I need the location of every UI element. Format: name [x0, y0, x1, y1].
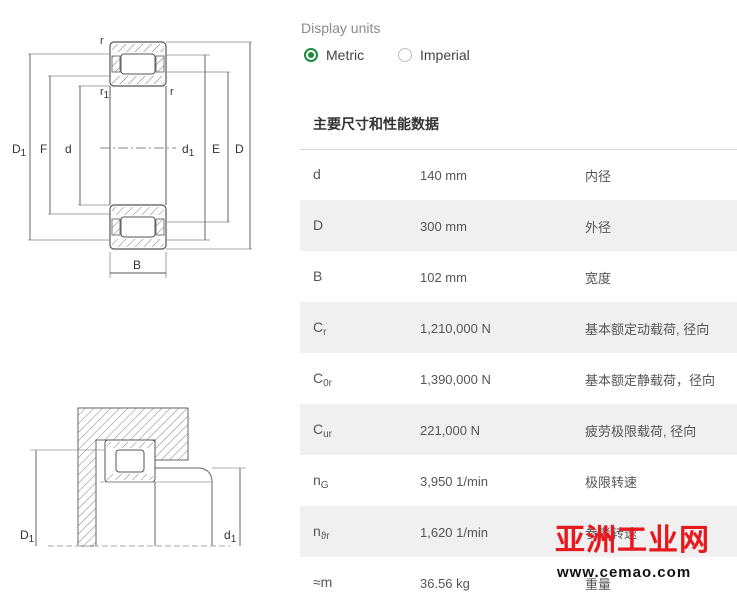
- spec-description: 基本额定动载荷, 径向: [585, 321, 710, 337]
- spec-symbol: Cur: [313, 420, 333, 440]
- label-bottom-D1: D1: [20, 528, 35, 545]
- bearing-drawings: r r1 r D1 F d d1 E D B D1 d1: [0, 0, 300, 592]
- site-watermark: 亚洲工业网 www.cemao.com: [555, 524, 735, 590]
- table-row: Cur 221,000 N 疲劳极限载荷, 径向: [300, 404, 737, 455]
- table-row: C0r 1,390,000 N 基本额定静载荷，径向: [300, 353, 737, 404]
- radio-checked-icon[interactable]: [304, 48, 318, 62]
- table-row: D 300 mm 外径: [300, 200, 737, 251]
- watermark-url: www.cemao.com: [557, 564, 692, 581]
- label-r1: r1: [100, 86, 110, 101]
- section-title: 主要尺寸和性能数据: [313, 116, 439, 132]
- radio-unchecked-icon[interactable]: [398, 48, 412, 62]
- table-row: Cr 1,210,000 N 基本额定动载荷, 径向: [300, 302, 737, 353]
- spec-description: 基本额定静载荷，径向: [585, 372, 716, 388]
- spec-description: 重量: [585, 576, 612, 592]
- label-bottom-d1: d1: [224, 528, 237, 545]
- spec-symbol: d: [313, 165, 321, 182]
- spec-description: 内径: [585, 168, 612, 184]
- table-row: B 102 mm 宽度: [300, 251, 737, 302]
- radio-imperial-label: Imperial: [420, 47, 470, 63]
- spec-symbol: C0r: [313, 369, 333, 389]
- label-F: F: [40, 142, 48, 156]
- spec-value: 1,390,000 N: [420, 371, 491, 387]
- spec-value: 3,950 1/min: [420, 473, 488, 489]
- bearing-mounting-diagram: [30, 407, 246, 547]
- label-d1: d1: [182, 142, 195, 159]
- spec-description: 参考转速: [585, 525, 638, 541]
- spec-value: 102 mm: [420, 269, 467, 285]
- table-row: nG 3,950 1/min 极限转速: [300, 455, 737, 506]
- label-r-top: r: [100, 35, 104, 47]
- table-row: nϑr 1,620 1/min 参考转速: [300, 506, 737, 557]
- label-E: E: [212, 142, 221, 156]
- spec-value: 300 mm: [420, 218, 467, 234]
- spec-value: 221,000 N: [420, 422, 480, 438]
- radio-imperial[interactable]: Imperial: [398, 47, 470, 63]
- spec-symbol: nG: [313, 471, 329, 491]
- label-D: D: [235, 142, 244, 156]
- spec-value: 140 mm: [420, 167, 467, 183]
- spec-description: 宽度: [585, 270, 612, 286]
- spec-symbol: nϑr: [313, 522, 330, 542]
- spec-symbol: B: [313, 267, 323, 284]
- label-B: B: [133, 258, 142, 272]
- radio-metric[interactable]: Metric: [304, 47, 364, 63]
- spec-value: 36.56 kg: [420, 575, 470, 591]
- watermark-cn: 亚洲工业网: [555, 524, 710, 557]
- bearing-cross-section-diagram: [28, 41, 252, 278]
- spec-value: 1,210,000 N: [420, 320, 491, 336]
- spec-table: d 140 mm 内径 D 300 mm 外径 B 102 mm 宽度 Cr 1…: [300, 149, 737, 608]
- label-r-right: r: [170, 86, 174, 98]
- label-D1: D1: [12, 142, 27, 159]
- table-row: d 140 mm 内径: [300, 149, 737, 200]
- spec-value: 1,620 1/min: [420, 524, 488, 540]
- spec-symbol: Cr: [313, 318, 327, 338]
- table-row: ≈m 36.56 kg 重量: [300, 557, 737, 608]
- spec-symbol: ≈m: [313, 573, 333, 590]
- spec-panel: Display units Metric Imperial 主要尺寸和性能数据 …: [300, 0, 737, 592]
- spec-description: 疲劳极限载荷, 径向: [585, 423, 697, 439]
- spec-symbol: D: [313, 216, 324, 233]
- spec-description: 外径: [585, 219, 612, 235]
- spec-description: 极限转速: [585, 474, 638, 490]
- label-d: d: [65, 142, 72, 156]
- display-units-label: Display units: [301, 20, 381, 36]
- radio-metric-label: Metric: [326, 47, 365, 63]
